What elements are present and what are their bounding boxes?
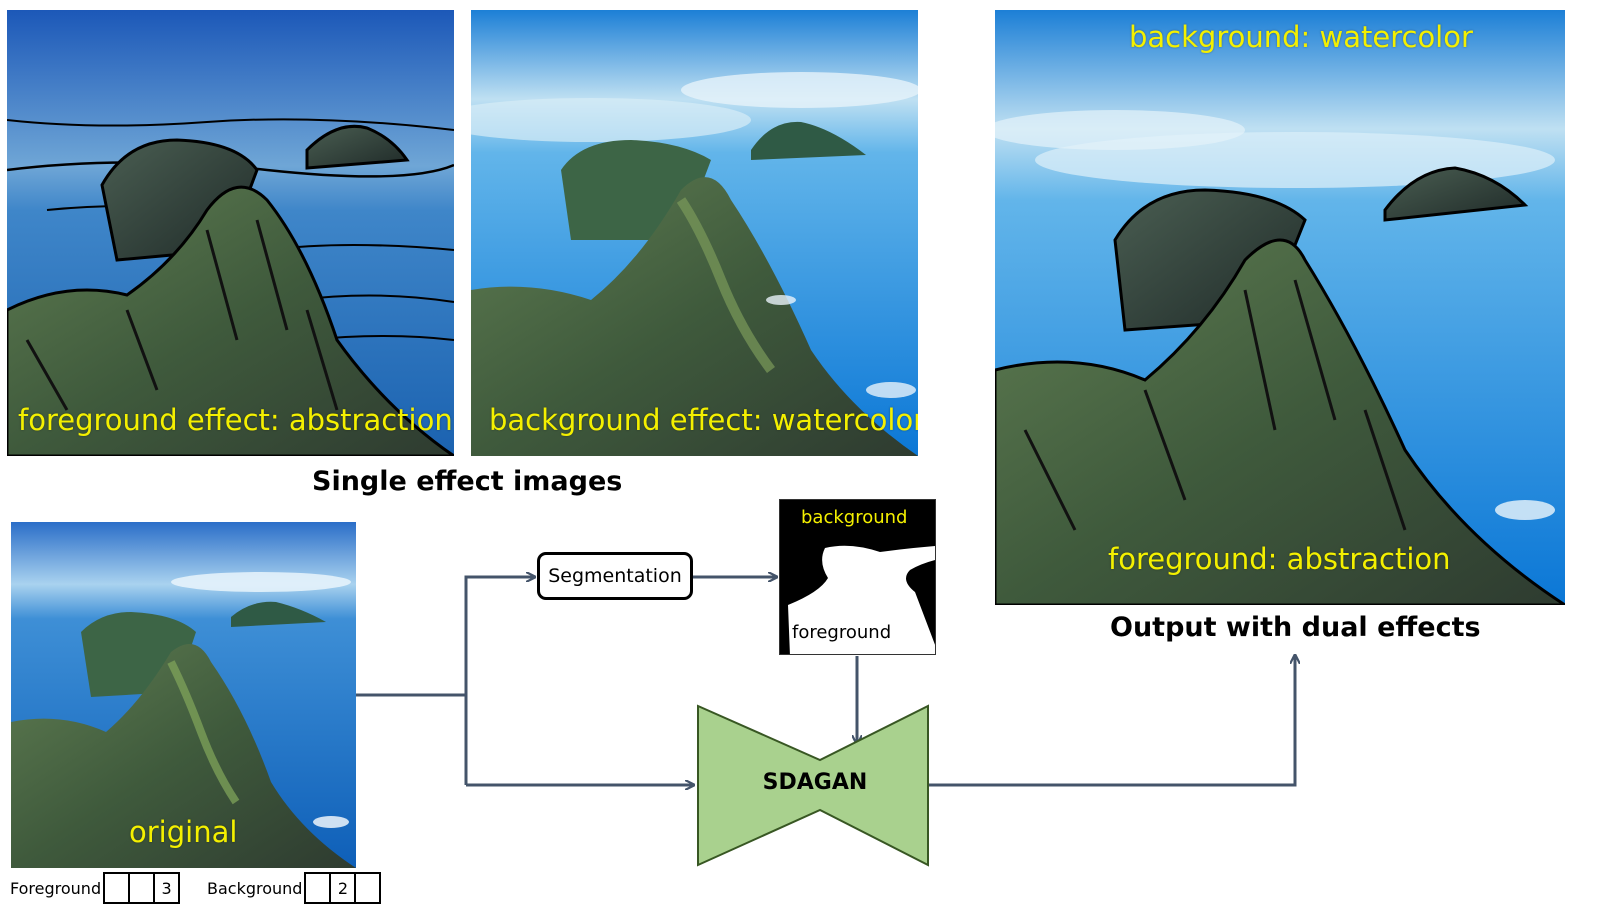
abstraction-scene	[7, 10, 454, 456]
mask-shape	[788, 545, 935, 654]
foreground-cell-1	[103, 872, 131, 904]
dual-effect-scene	[995, 10, 1565, 605]
original-label: original	[129, 815, 238, 849]
segmentation-label: Segmentation	[548, 565, 682, 587]
output-caption: Output with dual effects	[1110, 612, 1481, 643]
foreground-counter: Foreground 3	[10, 872, 181, 904]
to-segmentation-arrow	[464, 577, 534, 785]
watercolor-image: background effect: watercolor	[471, 10, 918, 456]
gan-to-output-arrow	[929, 656, 1295, 787]
background-cell-3	[354, 872, 382, 904]
watercolor-label: background effect: watercolor	[489, 403, 918, 437]
original-scene	[11, 522, 356, 868]
dual-top-label: background: watercolor	[1129, 20, 1473, 54]
foreground-counter-label: Foreground	[10, 878, 102, 898]
abstraction-label: foreground effect: abstraction	[18, 403, 453, 437]
mask-foreground-label: foreground	[792, 622, 892, 643]
dual-bottom-label: foreground: abstraction	[1108, 542, 1451, 576]
background-counter-label: Background	[207, 878, 303, 898]
dual-effect-image: background: watercolor foreground: abstr…	[995, 10, 1565, 605]
segmentation-mask: background foreground	[779, 499, 936, 655]
abstraction-image: foreground effect: abstraction	[7, 10, 454, 456]
foreground-cell-2	[128, 872, 156, 904]
background-cell-1	[304, 872, 332, 904]
sdagan-shape	[697, 704, 929, 867]
original-image: original	[11, 522, 356, 868]
mask-background-label: background	[801, 507, 908, 528]
single-effect-caption: Single effect images	[312, 466, 623, 497]
background-counter: Background 2	[207, 872, 382, 904]
foreground-cell-3: 3	[153, 872, 181, 904]
background-cell-2: 2	[329, 872, 357, 904]
segmentation-box: Segmentation	[537, 552, 693, 600]
watercolor-scene	[471, 10, 918, 456]
sdagan-label: SDAGAN	[762, 770, 868, 795]
